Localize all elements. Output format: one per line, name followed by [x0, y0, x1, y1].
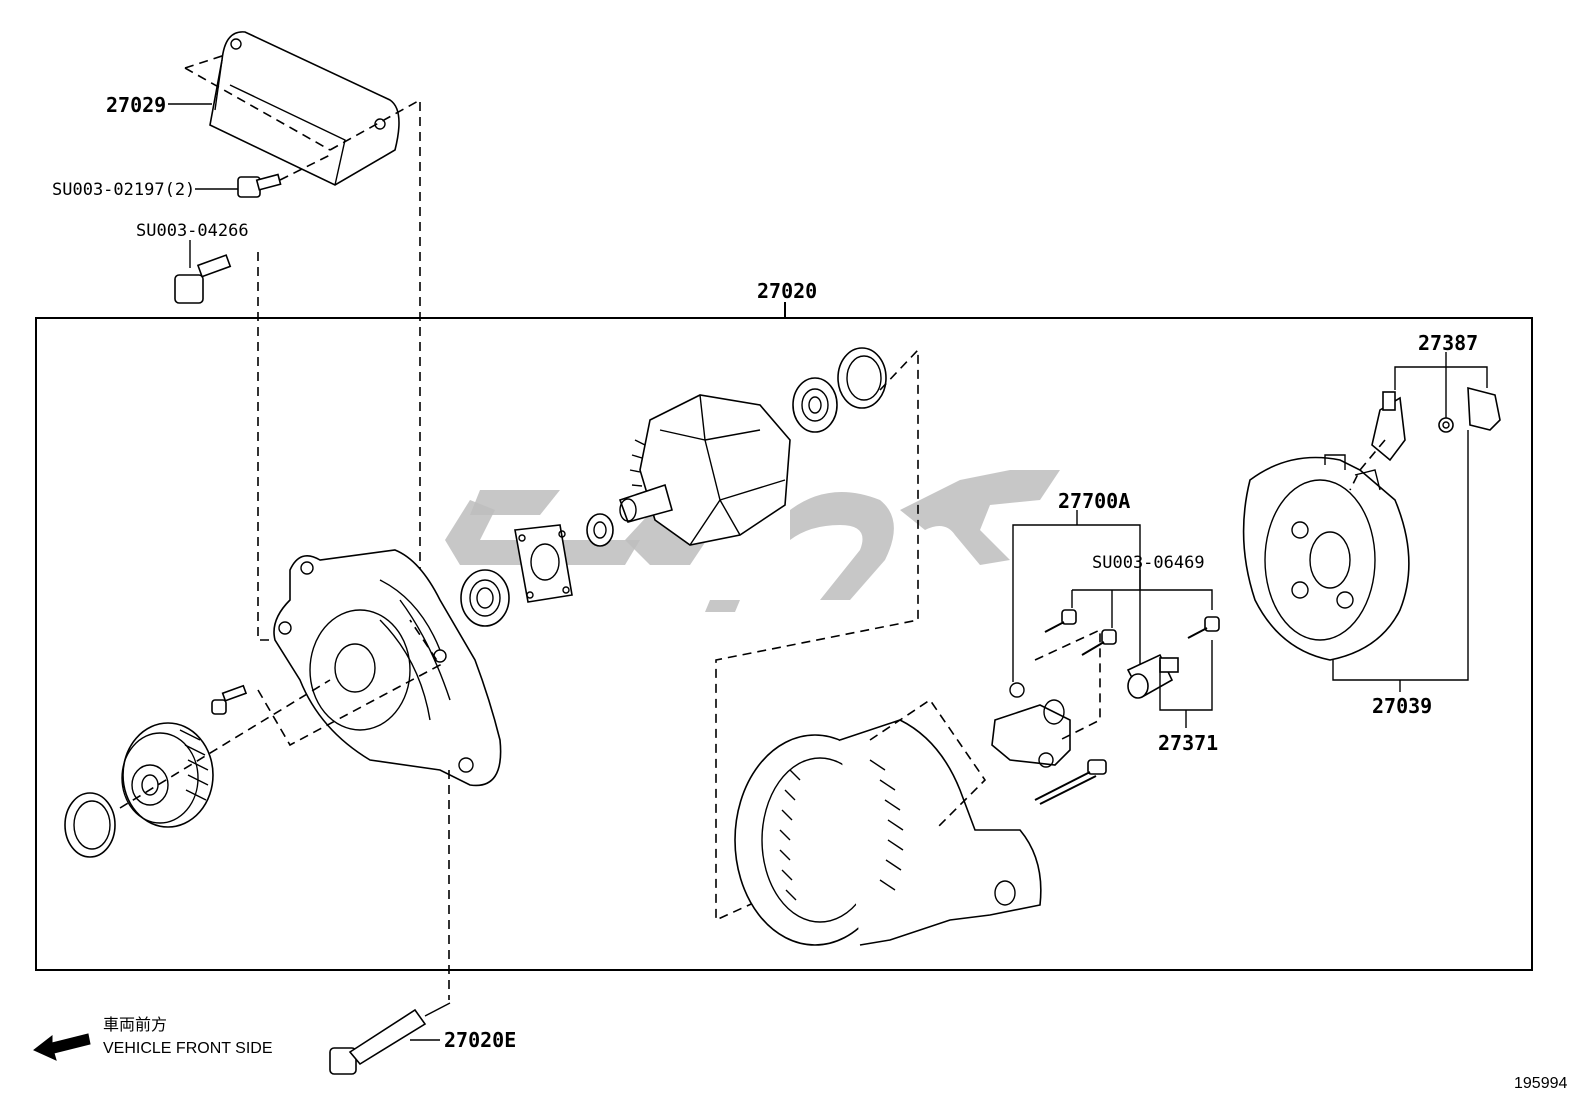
part-front-bearing — [460, 569, 510, 627]
part-spacer — [586, 513, 614, 547]
label-su003-06469: SU003-06469 — [1092, 553, 1205, 573]
part-rotor — [618, 394, 791, 546]
bolt-27020e — [329, 770, 451, 1075]
part-27700a-regulator — [991, 682, 1071, 768]
label-su003-04266: SU003-04266 — [136, 221, 249, 241]
part-bearing-retainer — [514, 524, 573, 603]
label-27371: 27371 — [1158, 731, 1218, 755]
screw-housing — [211, 684, 248, 715]
front-label-en: VEHICLE FRONT SIDE — [103, 1040, 273, 1057]
label-27387: 27387 — [1418, 331, 1478, 355]
label-27020: 27020 — [757, 279, 817, 303]
label-su003-02197: SU003-02197(2) — [52, 180, 195, 200]
part-rear-bearing — [792, 377, 838, 433]
part-stator — [734, 719, 1042, 946]
part-27039-rear-cover — [1242, 454, 1410, 661]
diagram-id: 195994 — [1514, 1075, 1567, 1092]
bolt-through — [1034, 759, 1107, 805]
label-27020e: 27020E — [444, 1028, 516, 1052]
screws-su003-06469 — [1044, 609, 1220, 656]
arrow-left-icon — [33, 1033, 91, 1061]
part-pulley — [121, 722, 214, 828]
bolt-su003-04266 — [174, 240, 280, 641]
part-front-housing — [273, 549, 502, 787]
bolt-su003-02197 — [237, 154, 331, 198]
part-rear-bearing-cover — [837, 347, 887, 409]
label-27029: 27029 — [106, 93, 166, 117]
part-27387-terminal — [1371, 386, 1501, 462]
part-pulley-cap — [64, 792, 116, 858]
label-27039: 27039 — [1372, 694, 1432, 718]
label-27700a: 27700A — [1058, 489, 1130, 513]
part-27371-brush — [1126, 653, 1179, 699]
front-label-jp: 車両前方 — [103, 1016, 167, 1034]
vehicle-front-indicator: 車両前方 VEHICLE FRONT SIDE — [33, 1016, 273, 1061]
part-27029-cover — [184, 31, 421, 680]
